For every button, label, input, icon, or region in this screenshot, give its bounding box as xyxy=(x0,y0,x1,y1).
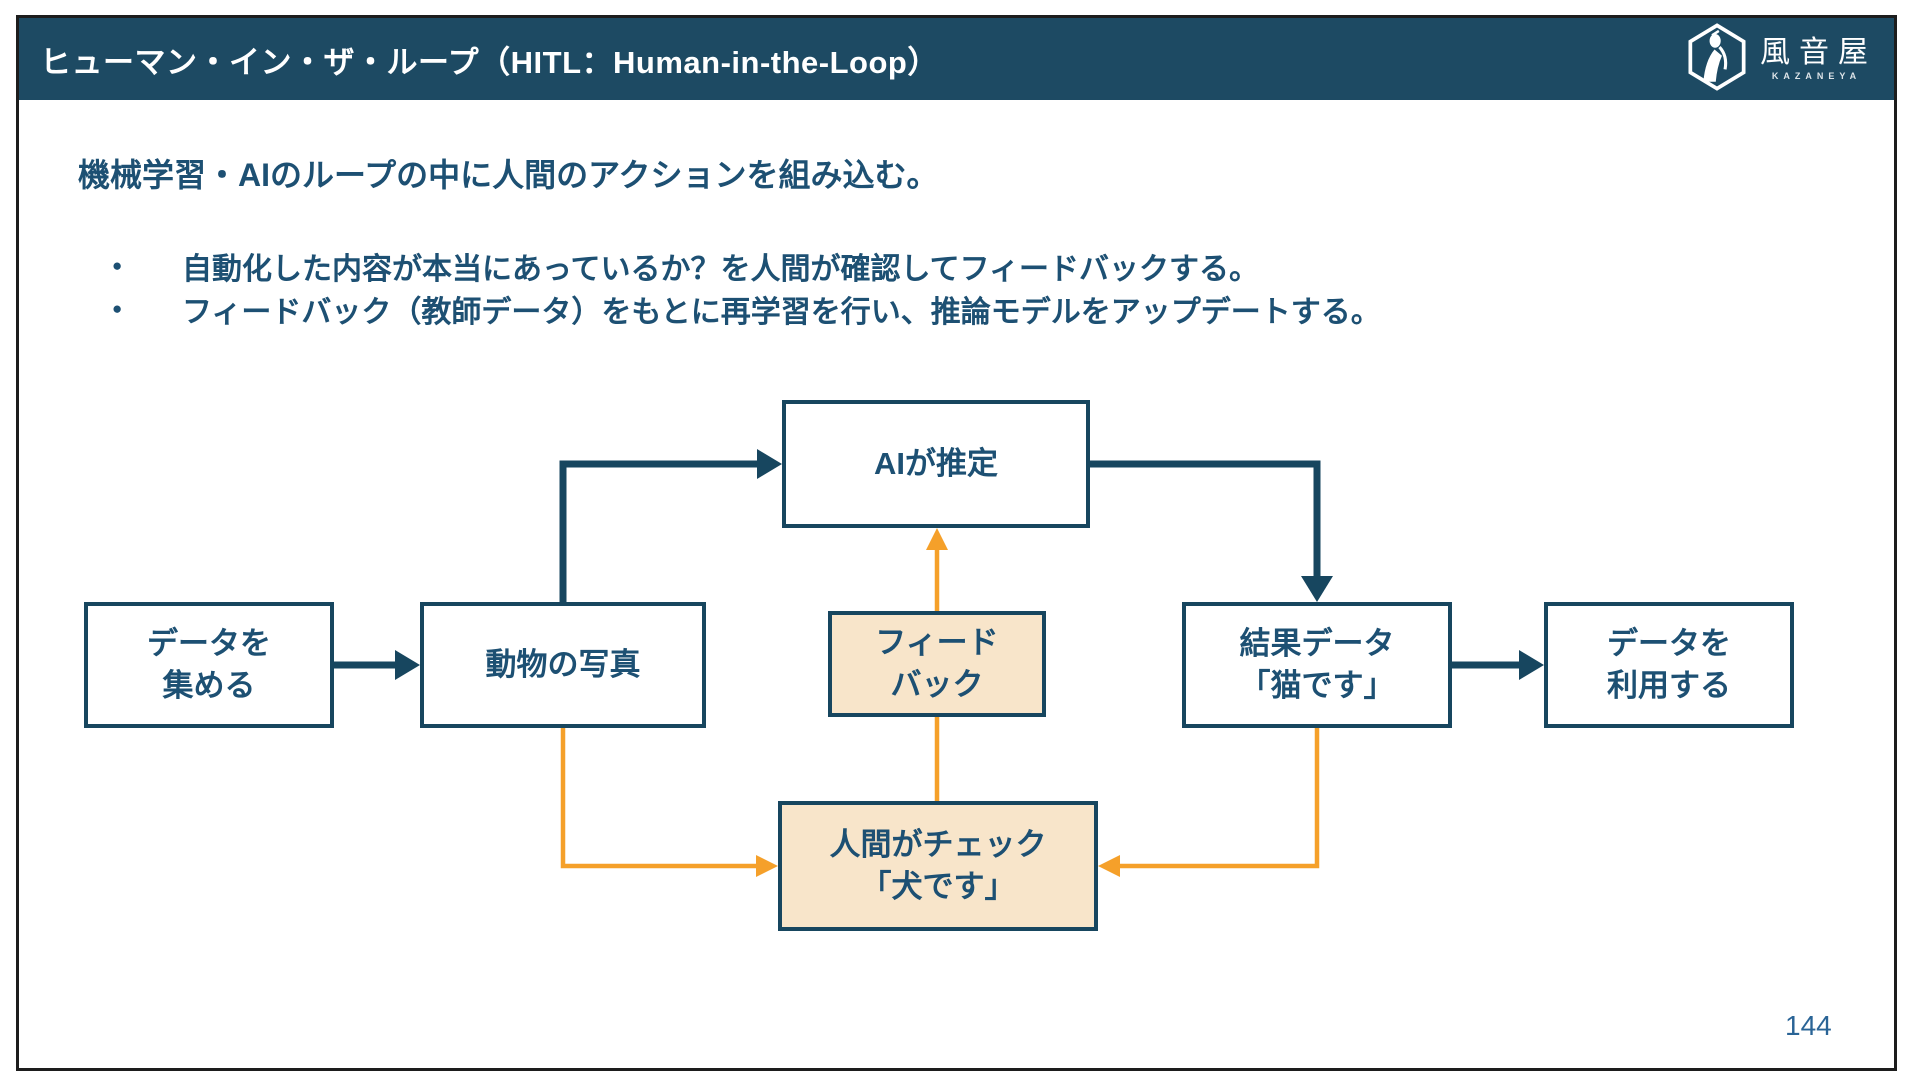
box-label: バック xyxy=(890,667,984,702)
arrow-photo-to-ai xyxy=(559,449,782,602)
logo-text: 風音屋 KAZANEYA xyxy=(1760,37,1868,81)
box-ai-inference: AIが推定 xyxy=(782,400,1090,528)
slide-title: ヒューマン・イン・ザ・ループ（HITL：Human-in-the-Loop） xyxy=(40,44,939,80)
box-collect-data: データを 集める xyxy=(84,602,334,728)
box-label: 結果データ xyxy=(1239,626,1395,661)
bullet-dot-icon: ● xyxy=(112,255,123,275)
logo-name: 風音屋 xyxy=(1760,35,1877,69)
box-label: データを xyxy=(147,626,271,661)
header-bar: ヒューマン・イン・ザ・ループ（HITL：Human-in-the-Loop） 風… xyxy=(19,18,1894,100)
bullet-item: ● 自動化した内容が本当にあっているか？を人間が確認してフィードバックする。 xyxy=(104,244,1381,287)
box-label: 「犬です」 xyxy=(860,869,1016,904)
box-label: 人間がチェック xyxy=(829,827,1047,862)
arrow-collect-to-photo xyxy=(334,650,420,680)
box-animal-photo: 動物の写真 xyxy=(420,602,706,728)
bullet-text: フィードバック（教師データ）をもとに再学習を行い、推論モデルをアップデートする。 xyxy=(182,295,1381,329)
bullet-dot-icon: ● xyxy=(112,298,123,318)
arrow-result-to-human xyxy=(1098,728,1320,877)
box-label: AIが推定 xyxy=(874,446,998,481)
bullet-list: ● 自動化した内容が本当にあっているか？を人間が確認してフィードバックする。 ●… xyxy=(104,244,1381,330)
box-label: 集める xyxy=(162,668,256,703)
logo-subtext: KAZANEYA xyxy=(1771,70,1862,81)
bullet-text: 自動化した内容が本当にあっているか？を人間が確認してフィードバックする。 xyxy=(182,252,1259,286)
kazaneya-hexagon-icon xyxy=(1686,22,1748,97)
arrow-ai-to-result xyxy=(1090,460,1333,602)
arrow-result-to-use xyxy=(1452,650,1544,680)
box-label: 「猫です」 xyxy=(1239,668,1395,703)
lead-text: 機械学習・AIのループの中に人間のアクションを組み込む。 xyxy=(78,157,939,193)
box-use-data: データを 利用する xyxy=(1544,602,1794,728)
box-label: データを xyxy=(1607,626,1731,661)
arrow-feedback-to-ai xyxy=(926,528,948,611)
box-label: 動物の写真 xyxy=(485,647,641,682)
bullet-item: ● フィードバック（教師データ）をもとに再学習を行い、推論モデルをアップデートす… xyxy=(104,287,1381,330)
box-label: 利用する xyxy=(1607,668,1731,703)
box-result-data: 結果データ 「猫です」 xyxy=(1182,602,1452,728)
page-number: 144 xyxy=(1785,1010,1832,1041)
arrow-photo-to-human xyxy=(560,728,778,877)
box-human-check: 人間がチェック 「犬です」 xyxy=(778,801,1098,931)
box-label: フィード xyxy=(875,625,999,660)
kazaneya-logo: 風音屋 KAZANEYA xyxy=(1686,22,1894,97)
box-feedback: フィード バック xyxy=(828,611,1046,717)
